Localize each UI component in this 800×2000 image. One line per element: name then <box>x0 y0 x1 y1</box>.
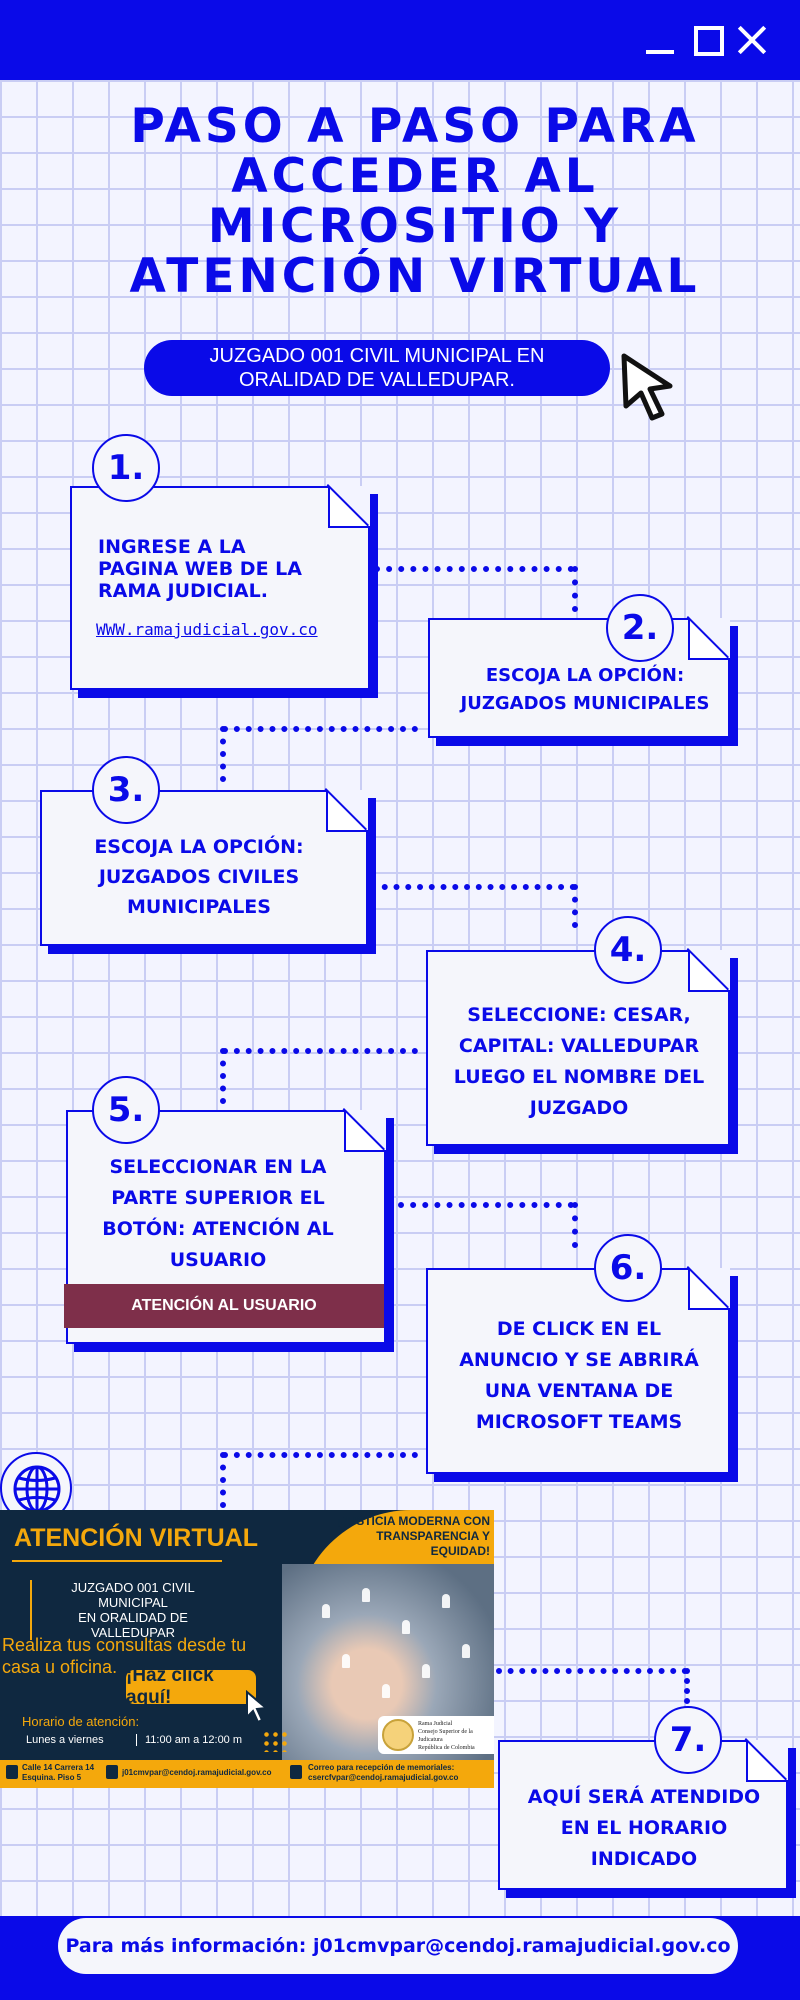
globe-icon <box>13 1465 61 1513</box>
mouse-pointer-icon <box>621 353 673 421</box>
connector-banner-7 <box>496 1668 688 1674</box>
banner-address: Calle 14 Carrera 14 Esquina. Piso 5 <box>22 1763 95 1782</box>
connector-4-5-down <box>220 1048 226 1104</box>
connector-1-2-down <box>572 566 578 612</box>
page-title: PASO A PASO PARA ACCEDER AL MICROSITIO Y… <box>129 99 701 304</box>
step-3-card: ESCOJA LA OPCIÓN: JUZGADOS CIVILES MUNIC… <box>40 790 368 946</box>
email-icon <box>290 1765 302 1779</box>
step-3-number: 3. <box>92 756 160 824</box>
connector-6-banner <box>222 1452 418 1458</box>
banner-title: ATENCIÓN VIRTUAL <box>14 1524 258 1552</box>
step-2-number: 2. <box>606 594 674 662</box>
step-2-text: ESCOJA LA OPCIÓN: JUZGADOS MUNICIPALES <box>460 665 710 714</box>
step-4-text: SELECCIONE: CESAR, CAPITAL: VALLEDUPAR L… <box>453 1004 705 1119</box>
step-6-card: DE CLICK EN EL ANUNCIO Y SE ABRIRÁ UNA V… <box>426 1268 730 1474</box>
connector-2-3 <box>222 726 418 732</box>
haz-click-aqui-button[interactable]: ¡Haz click aquí! <box>126 1665 256 1708</box>
step-4-card: SELECCIONE: CESAR, CAPITAL: VALLEDUPAR L… <box>426 950 730 1146</box>
step-2-card: ESCOJA LA OPCIÓN: JUZGADOS MUNICIPALES <box>428 618 730 738</box>
banner-footer: Calle 14 Carrera 14 Esquina. Piso 5 j01c… <box>0 1760 494 1788</box>
step-3-text: ESCOJA LA OPCIÓN: JUZGADOS CIVILES MUNIC… <box>94 836 304 918</box>
connector-3-4-down <box>572 884 578 928</box>
step-1-number: 1. <box>92 434 160 502</box>
step-4-number: 4. <box>594 916 662 984</box>
connector-1-2 <box>374 566 574 572</box>
connector-4-5 <box>222 1048 418 1054</box>
seal-text: Rama Judicial Consejo Superior de la Jud… <box>418 1721 475 1751</box>
maximize-icon[interactable] <box>686 18 726 62</box>
step-7-number: 7. <box>654 1706 722 1774</box>
connector-3-4 <box>370 884 576 890</box>
minimize-icon[interactable] <box>640 18 680 62</box>
step-7-card: AQUÍ SERÁ ATENDIDO EN EL HORARIO INDICAD… <box>498 1740 788 1890</box>
banner-slogan: ¡JUSTICIA MODERNA CON TRANSPARENCIA Y EQ… <box>336 1514 490 1558</box>
location-pin-icon <box>6 1765 18 1779</box>
banner-memorials: Correo para recepción de memoriales: cse… <box>308 1763 459 1782</box>
step-5-text: SELECCIONAR EN LA PARTE SUPERIOR EL BOTÓ… <box>102 1156 334 1271</box>
contact-info: Para más información: j01cmvpar@cendoj.r… <box>58 1918 738 1974</box>
banner-hours-label: Horario de atención: <box>22 1714 140 1729</box>
connector-6-banner-down <box>220 1452 226 1508</box>
atencion-virtual-banner[interactable]: ¡JUSTICIA MODERNA CON TRANSPARENCIA Y EQ… <box>0 1510 494 1788</box>
step-1-text: INGRESE A LA PAGINA WEB DE LA RAMA JUDIC… <box>98 536 302 602</box>
window-title-bar <box>0 0 800 80</box>
banner-court-name: JUZGADO 001 CIVIL MUNICIPAL EN ORALIDAD … <box>30 1580 228 1640</box>
rama-judicial-seal: Rama Judicial Consejo Superior de la Jud… <box>378 1716 494 1754</box>
court-name-badge: JUZGADO 001 CIVIL MUNICIPAL EN ORALIDAD … <box>144 340 610 396</box>
step-6-number: 6. <box>594 1234 662 1302</box>
email-icon <box>106 1765 118 1779</box>
banner-days: Lunes a viernes <box>26 1734 104 1746</box>
banner-time: 11:00 am a 12:00 m <box>136 1734 242 1746</box>
banner-consult-text: Realiza tus consultas desde tu casa u of… <box>2 1635 247 1677</box>
step-1-card: INGRESE A LA PAGINA WEB DE LA RAMA JUDIC… <box>70 486 370 690</box>
step-7-text: AQUÍ SERÁ ATENDIDO EN EL HORARIO INDICAD… <box>527 1786 761 1870</box>
connector-banner-7-down <box>684 1668 690 1704</box>
connector-2-3-down <box>220 726 226 782</box>
banner-dots-decoration <box>262 1730 288 1752</box>
colombia-coat-of-arms-icon <box>382 1719 414 1751</box>
connector-5-6 <box>398 1202 574 1208</box>
close-icon[interactable] <box>732 18 772 62</box>
step-5-number: 5. <box>92 1076 160 1144</box>
banner-pointer-icon <box>246 1690 269 1724</box>
banner-email: j01cmvpar@cendoj.ramajudicial.gov.co <box>122 1768 272 1777</box>
atencion-al-usuario-button[interactable]: ATENCIÓN AL USUARIO <box>64 1284 384 1328</box>
step-6-text: DE CLICK EN EL ANUNCIO Y SE ABRIRÁ UNA V… <box>459 1318 699 1433</box>
rama-judicial-link[interactable]: WWW.ramajudicial.gov.co <box>96 620 318 639</box>
connector-5-6-down <box>572 1202 578 1248</box>
